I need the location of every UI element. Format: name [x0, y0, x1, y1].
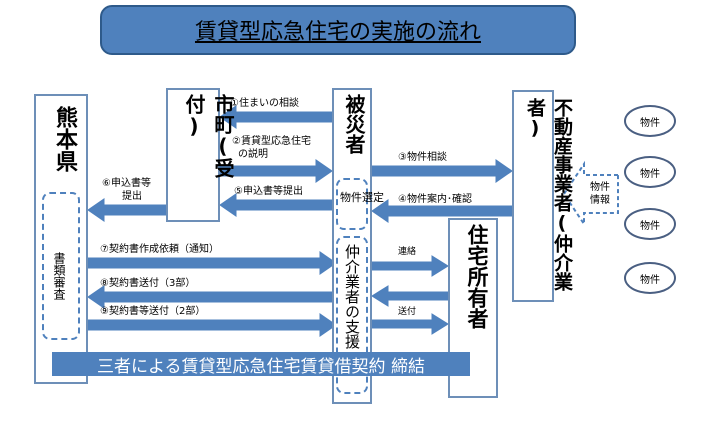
property-oval-4: 物件	[624, 262, 676, 294]
step2-label-line1: ②賃貸型応急住宅	[232, 136, 311, 147]
arrow-step2	[219, 159, 333, 183]
property-selection-box: 物件選定	[336, 178, 384, 230]
property-oval-2-label: 物件	[640, 168, 660, 180]
page-title: 賃貸型応急住宅の実施の流れ	[194, 20, 481, 45]
property-oval-3: 物件	[624, 208, 676, 240]
prefecture-box: 熊本県 書類審査	[34, 94, 88, 384]
step4-label: ④物件案内･確認	[398, 194, 472, 205]
city-box: 市町(受付)	[166, 88, 235, 222]
send-label: 送付	[398, 307, 417, 317]
step1-label: ①住まいの相談	[230, 98, 299, 109]
victim-box: 被災者 物件選定 仲介業者の支援	[332, 88, 384, 404]
title-banner: 賃貸型応急住宅の実施の流れ	[100, 5, 576, 55]
arrow-step3	[371, 159, 513, 183]
step6-label-line1: ⑥申込書等	[102, 178, 151, 189]
arrow-contact	[371, 255, 449, 277]
arrow-step8	[87, 285, 337, 309]
arrow-step1	[219, 105, 333, 129]
property-selection-label: 物件選定	[340, 191, 384, 204]
property-oval-3-label: 物件	[640, 220, 660, 232]
property-info-label: 物件情報	[590, 182, 610, 206]
arrow-step6	[87, 198, 167, 222]
city-label: 市町(受付)	[182, 94, 235, 178]
property-oval-2: 物件	[624, 156, 676, 188]
arrow-step4	[371, 199, 513, 223]
realtor-box: 不動産事業者(仲介業者)	[512, 90, 573, 302]
document-review-box: 書類審査	[42, 192, 80, 340]
contract-banner-text: 三者による賃貸型応急住宅賃貸借契約 締結	[97, 356, 425, 377]
step6-label-line2: 提出	[122, 191, 142, 202]
step7-label: ⑦契約書作成依頼（通知）	[100, 244, 219, 255]
arrow-step5	[219, 193, 333, 217]
step3-label: ③物件相談	[398, 152, 447, 163]
contact-label: 連絡	[398, 247, 417, 257]
document-review-label: 書類審査	[52, 252, 66, 300]
prefecture-label: 熊本県	[52, 106, 77, 172]
property-oval-4-label: 物件	[640, 274, 660, 286]
contract-banner: 三者による賃貸型応急住宅賃貸借契約 締結	[52, 352, 470, 377]
broker-support-label: 仲介業者の支援	[343, 244, 361, 349]
arrow-owner-victim	[371, 285, 449, 307]
arrow-step9	[87, 313, 337, 337]
arrow-send	[371, 313, 449, 335]
victim-label: 被災者	[342, 94, 366, 154]
arrow-property-info	[562, 160, 619, 228]
property-oval-1-label: 物件	[640, 117, 660, 129]
arrow-step7	[87, 251, 337, 275]
property-oval-1: 物件	[624, 105, 676, 137]
step9-label: ⑨契約書等送付（2部）	[100, 306, 206, 317]
owner-label: 住宅所有者	[465, 224, 489, 329]
owner-box: 住宅所有者	[448, 218, 498, 398]
step5-label: ⑤申込書等提出	[234, 186, 303, 197]
realtor-label: 不動産事業者(仲介業者)	[524, 98, 573, 291]
step8-label: ⑧契約書送付（3部）	[100, 278, 196, 289]
step2-label-line2: の説明	[238, 149, 268, 160]
